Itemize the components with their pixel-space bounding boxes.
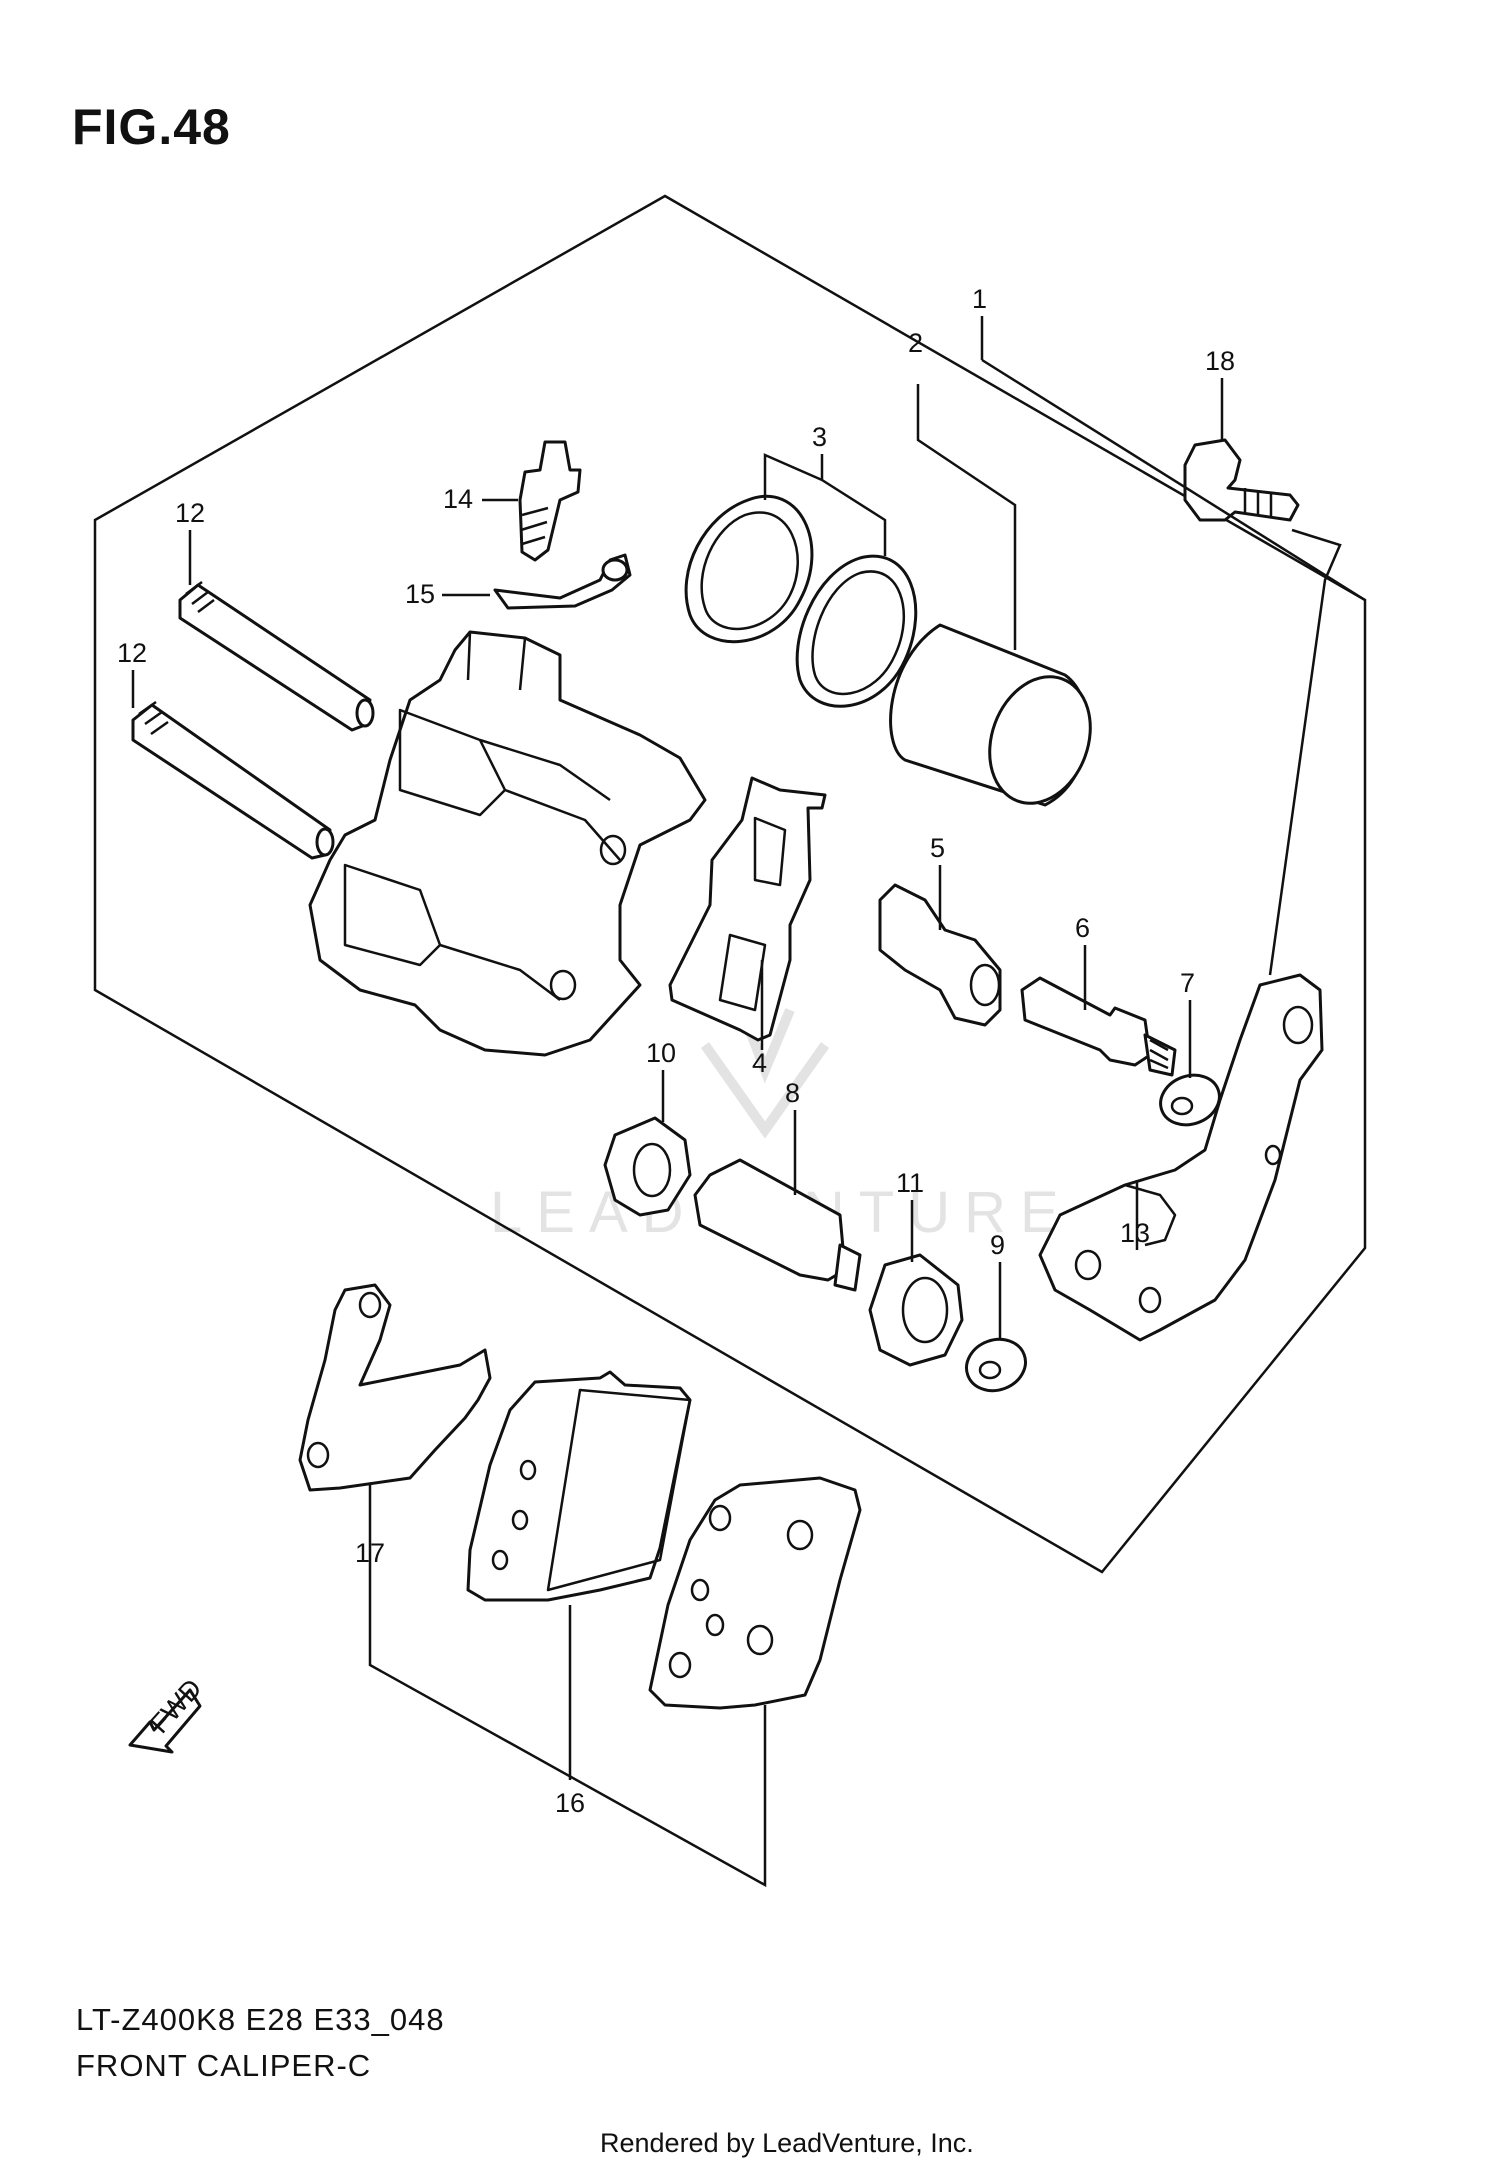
callout-8: 8 xyxy=(785,1078,800,1108)
callout-9: 9 xyxy=(990,1230,1005,1260)
figure-name: FRONT CALIPER-C xyxy=(76,2048,372,2083)
part-2-piston[interactable] xyxy=(889,623,1108,817)
callout-12-upper: 12 xyxy=(175,498,205,528)
part-10-boot[interactable] xyxy=(603,1116,692,1217)
caliper-body[interactable] xyxy=(308,630,707,1057)
assembly-boundary xyxy=(93,194,1367,1574)
part-17-pad-shim[interactable] xyxy=(298,1283,492,1492)
part-7-washer[interactable] xyxy=(1154,1067,1227,1133)
leader-lines xyxy=(131,316,1366,1888)
callout-15: 15 xyxy=(405,579,435,609)
callout-14: 14 xyxy=(443,484,473,514)
model-code: LT-Z400K8 E28 E33_048 xyxy=(76,2002,445,2037)
part-5-dust-boot[interactable] xyxy=(878,883,1002,1027)
part-12-pin-lower[interactable] xyxy=(131,700,335,860)
part-4-pad-spring[interactable] xyxy=(668,776,827,1042)
callout-4: 4 xyxy=(752,1048,767,1078)
callout-7: 7 xyxy=(1180,968,1195,998)
callout-17: 17 xyxy=(355,1538,385,1568)
part-11-boot[interactable] xyxy=(868,1253,964,1367)
part-15-bleeder-cap[interactable] xyxy=(493,553,632,610)
part-18-bracket-bolt[interactable] xyxy=(1183,438,1300,522)
callout-18: 18 xyxy=(1205,346,1235,376)
callout-6: 6 xyxy=(1075,913,1090,943)
callout-11: 11 xyxy=(896,1168,924,1198)
part-3-piston-seal-inner[interactable] xyxy=(795,554,918,708)
callout-12-lower: 12 xyxy=(117,638,147,668)
callout-1: 1 xyxy=(972,284,987,314)
render-credit: Rendered by LeadVenture, Inc. xyxy=(600,2128,974,2158)
part-3-piston-seal-outer[interactable] xyxy=(684,494,814,644)
callout-labels: 1 2 3 4 5 6 7 8 9 10 11 12 12 13 14 15 1… xyxy=(117,284,1235,1818)
callout-5: 5 xyxy=(930,833,945,863)
part-6-slide-bolt[interactable] xyxy=(1020,976,1177,1077)
callout-16: 16 xyxy=(555,1788,585,1818)
part-16-brake-pad-outer[interactable] xyxy=(648,1476,862,1710)
part-14-bleeder-screw[interactable] xyxy=(518,440,582,562)
callout-3: 3 xyxy=(812,422,827,452)
callout-10: 10 xyxy=(646,1038,676,1068)
callout-13: 13 xyxy=(1120,1218,1150,1248)
part-12-pin-upper[interactable] xyxy=(178,581,375,732)
figure-title: FIG.48 xyxy=(72,99,231,155)
callout-2: 2 xyxy=(908,328,923,358)
front-direction-arrow-icon: FWD xyxy=(128,1673,208,1754)
part-9-washer[interactable] xyxy=(959,1331,1032,1399)
part-8-slide-pin[interactable] xyxy=(693,1158,862,1292)
part-16-brake-pad-inner[interactable] xyxy=(466,1370,692,1602)
part-13-caliper-bracket[interactable] xyxy=(1038,973,1324,1342)
